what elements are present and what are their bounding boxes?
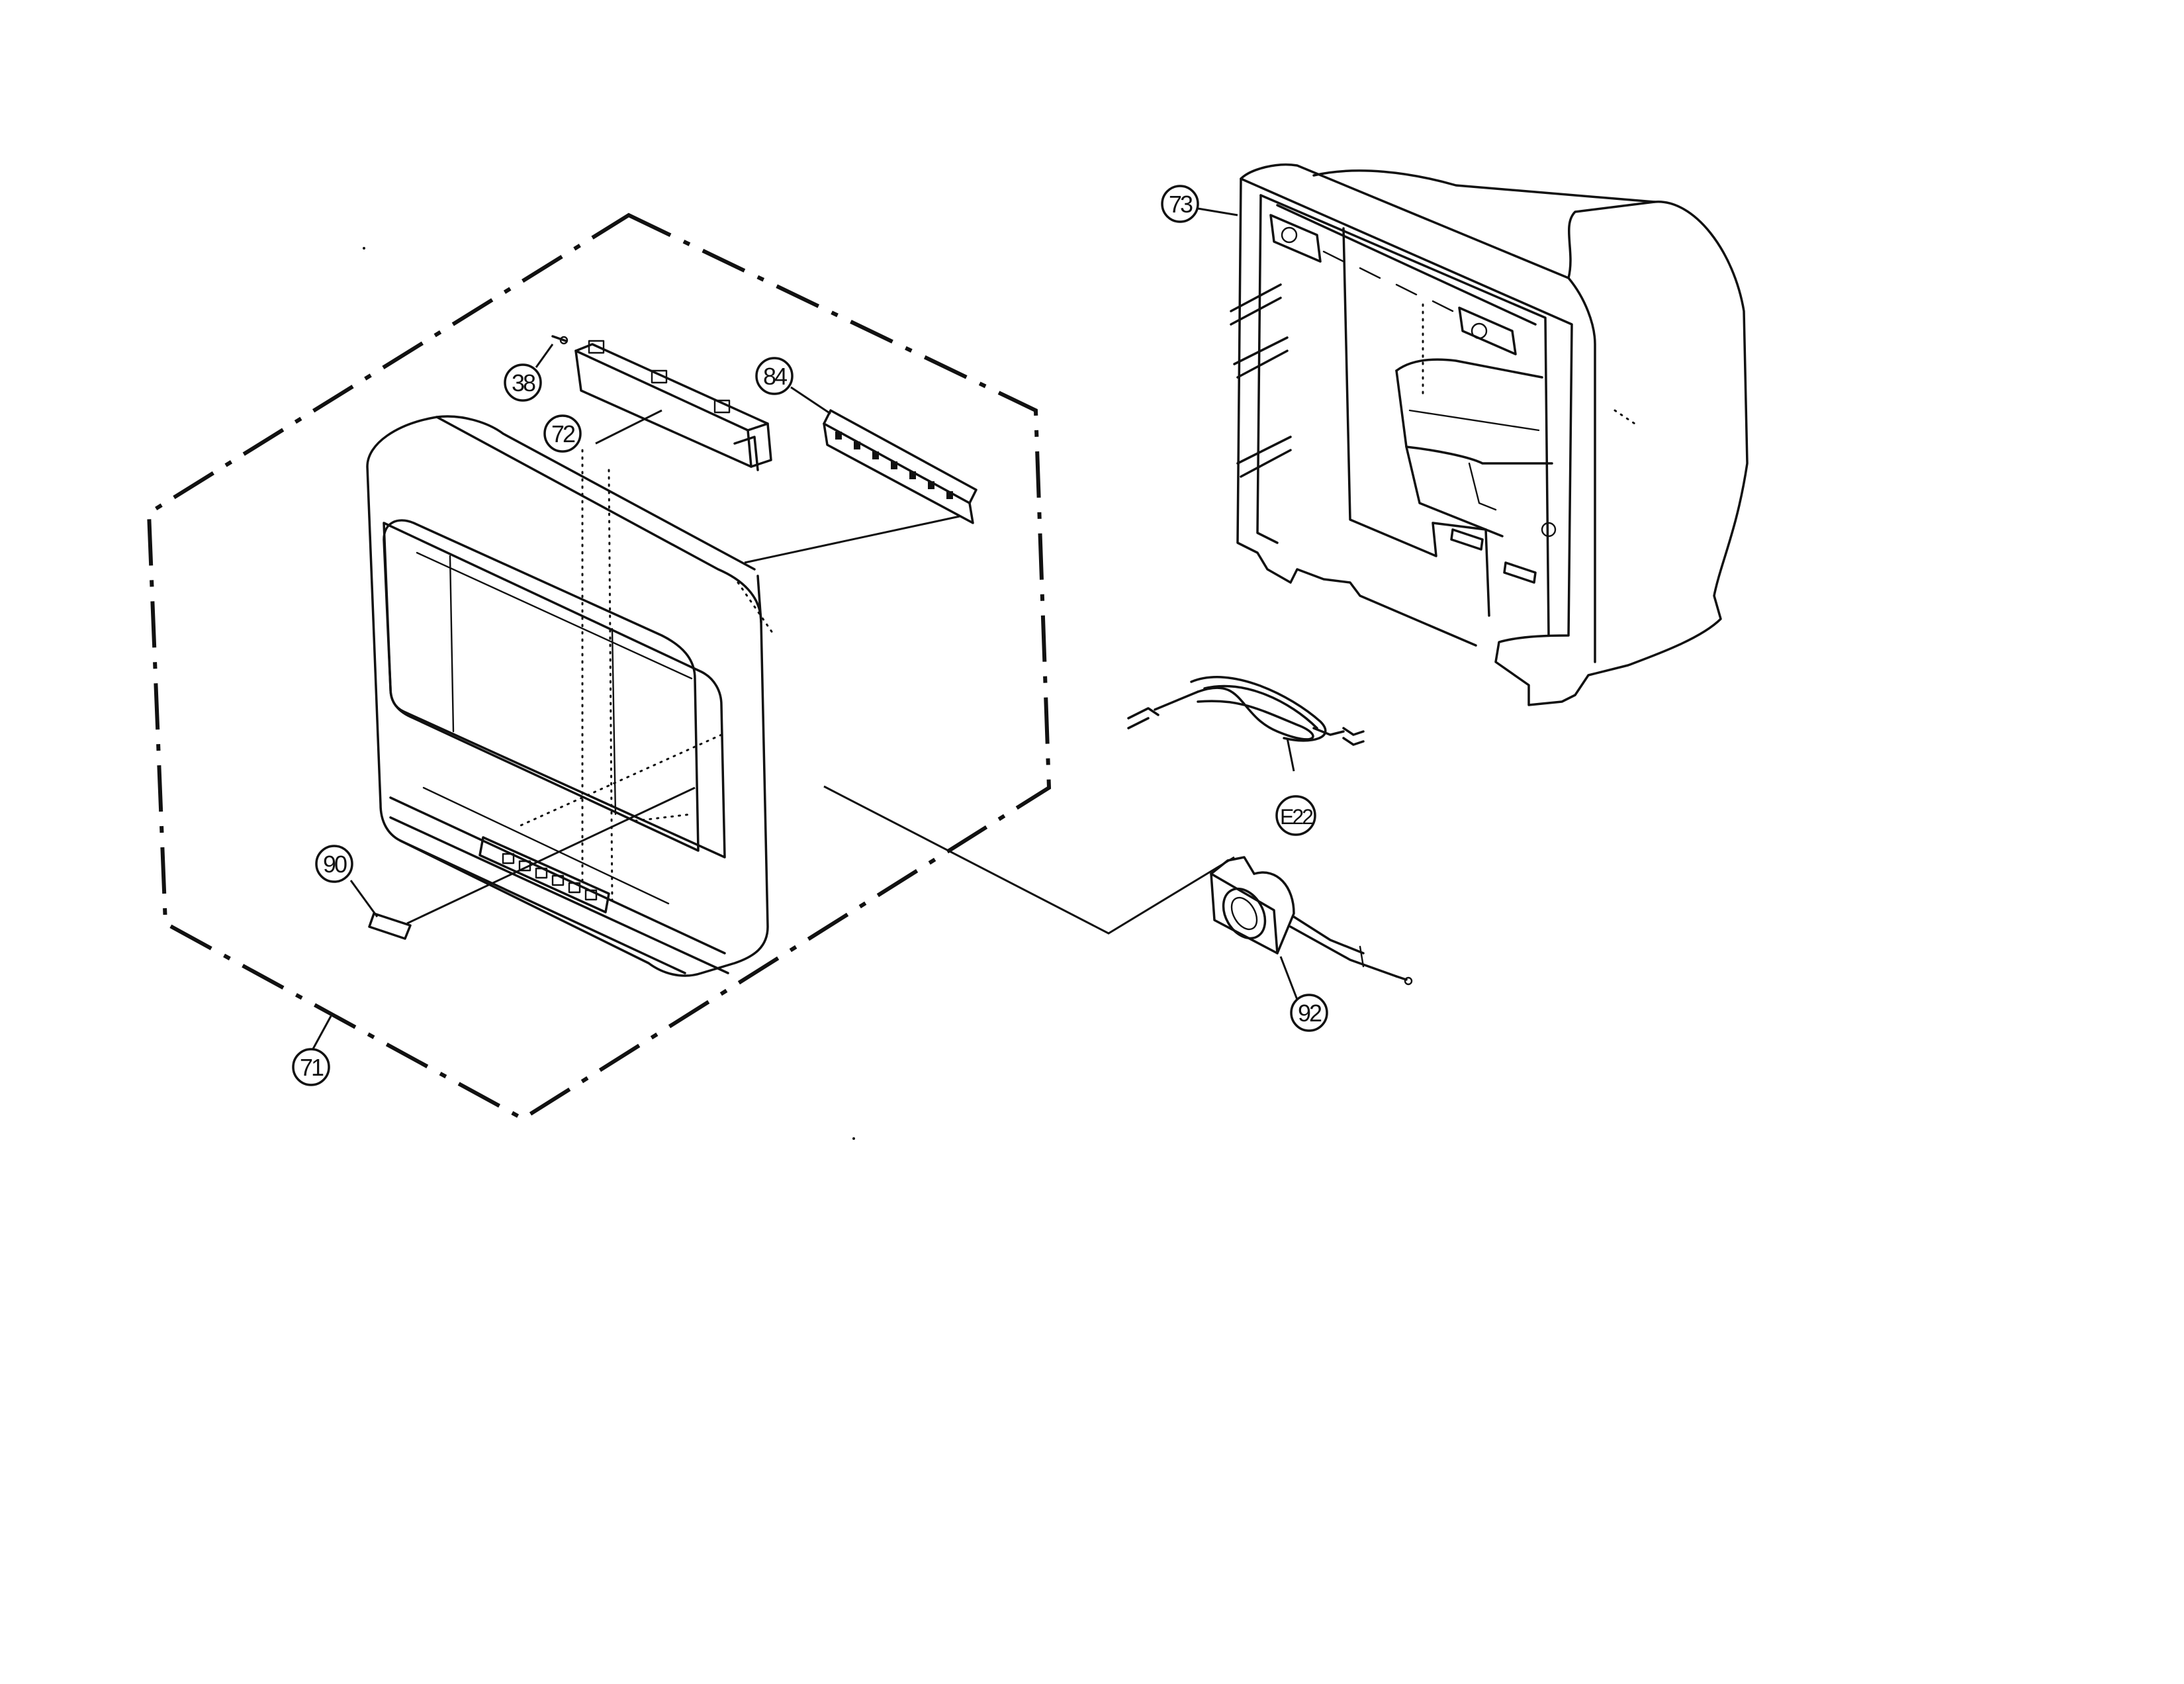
callout-38-leader: [535, 344, 554, 368]
svg-text:38: 38: [512, 369, 535, 397]
speck: [363, 247, 365, 250]
svg-text:90: 90: [323, 851, 347, 878]
callout-90-leader: [349, 880, 379, 917]
callout-73: 73: [1161, 185, 1199, 223]
part-92-speaker: [1210, 856, 1413, 1000]
front-control-buttons: [502, 853, 598, 901]
callout-71-leader: [310, 1015, 332, 1053]
svg-text:72: 72: [551, 420, 575, 447]
front-cabinet: [366, 415, 776, 977]
callout-92: 92: [1290, 994, 1328, 1032]
part-38-screw: [551, 335, 569, 345]
callout-84-leader: [790, 386, 831, 415]
part-90-badge: [368, 786, 696, 940]
svg-text:71: 71: [300, 1054, 324, 1081]
svg-text:84: 84: [763, 363, 787, 390]
callout-90: 90: [315, 845, 353, 883]
callout-72: 72: [543, 414, 582, 453]
front-assembly-boundary: [146, 212, 1052, 1121]
callout-71: 71: [292, 1048, 330, 1086]
svg-text:73: 73: [1169, 191, 1193, 218]
rear-cabinet: [1197, 163, 1749, 706]
callout-84: 84: [755, 357, 794, 395]
speaker-assembly-leader: [823, 785, 1235, 935]
part-84-button-assembly: [744, 409, 978, 564]
svg-text:E22: E22: [1280, 805, 1313, 829]
part-72-bracket: [574, 340, 772, 471]
part-E22-power-cord: [1127, 676, 1365, 772]
svg-text:92: 92: [1298, 1000, 1322, 1027]
callout-E22: E22: [1275, 795, 1316, 836]
speck: [852, 1137, 855, 1140]
callout-38: 38: [504, 363, 542, 402]
